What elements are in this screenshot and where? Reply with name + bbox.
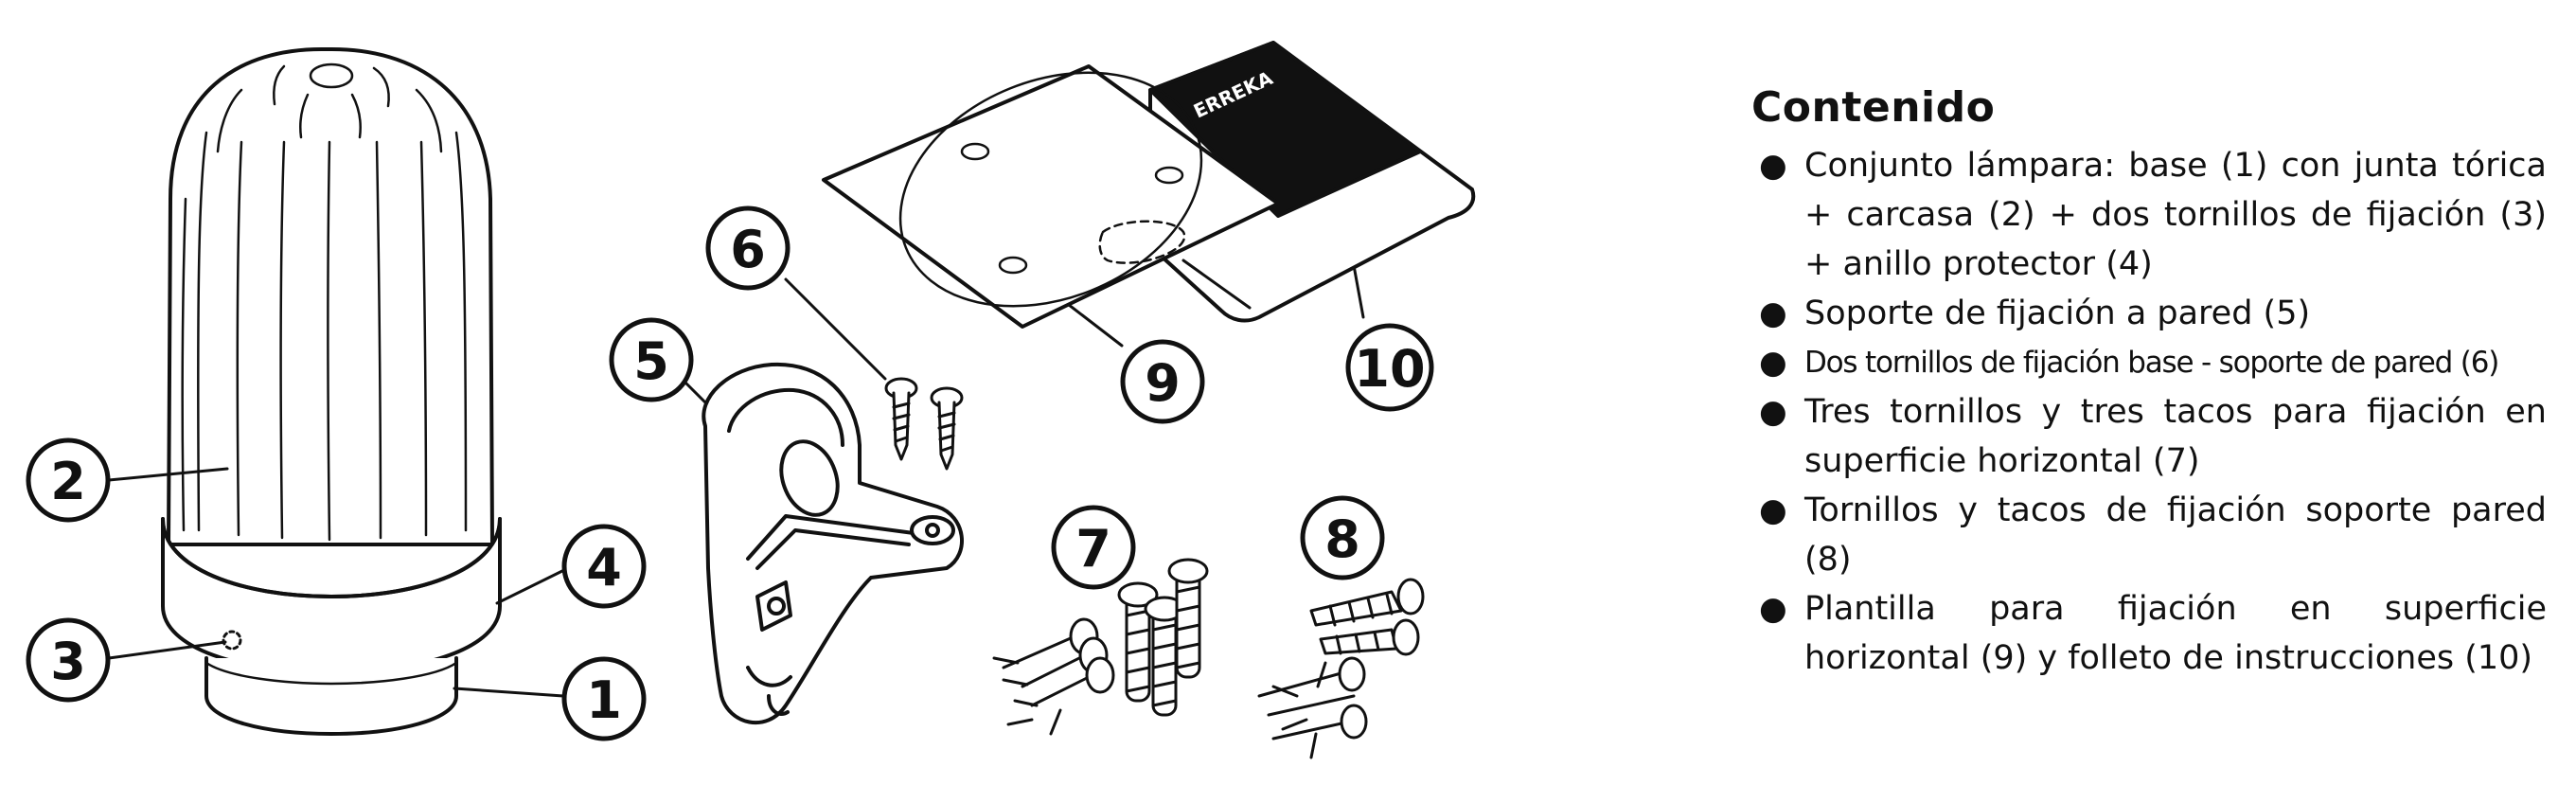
- list-item: ●Tornillos y tacos de fijación soporte p…: [1751, 486, 2547, 584]
- svg-text:8: 8: [1324, 509, 1360, 569]
- svg-text:10: 10: [1354, 339, 1425, 399]
- wall-screws-and-plugs: [1257, 578, 1425, 759]
- contents-list: ●Conjunto lámpara: base (1) con junta tó…: [1751, 141, 2547, 683]
- bullet-icon: ●: [1759, 393, 1787, 431]
- contents-panel: Contenido ●Conjunto lámpara: base (1) co…: [1751, 83, 2547, 683]
- bullet-icon: ●: [1759, 491, 1787, 529]
- list-item: ●Soporte de fijación a pared (5): [1751, 289, 2547, 338]
- svg-text:5: 5: [633, 331, 669, 391]
- callout-6: 6: [705, 205, 791, 291]
- bullet-icon: ●: [1759, 344, 1787, 382]
- callout-3: 3: [26, 617, 111, 703]
- lamp-base: [204, 656, 458, 736]
- lamp-assembly: [161, 46, 502, 736]
- instruction-booklet: ERREKA: [1148, 41, 1476, 323]
- callout-4: 4: [561, 524, 647, 609]
- list-item: ●Conjunto lámpara: base (1) con junta tó…: [1751, 141, 2547, 289]
- svg-text:3: 3: [50, 632, 86, 691]
- mounting-template: [822, 64, 1280, 329]
- contents-title: Contenido: [1751, 83, 1996, 132]
- svg-text:1: 1: [586, 670, 622, 730]
- list-item: ●Tres tornillos y tres tacos para fijaci…: [1751, 387, 2547, 486]
- list-item: ●Dos tornillos de fijación base - soport…: [1751, 338, 2547, 387]
- svg-text:9: 9: [1145, 353, 1181, 413]
- callout-lines: [107, 238, 1365, 698]
- svg-text:2: 2: [50, 452, 86, 511]
- callout-2: 2: [26, 437, 111, 523]
- callout-9: 9: [1120, 339, 1205, 424]
- floor-screws-and-plugs: [992, 558, 1209, 736]
- fixing-screw-mark: [222, 630, 242, 651]
- svg-text:6: 6: [730, 220, 766, 279]
- bullet-icon: ●: [1759, 294, 1787, 332]
- wall-bracket: [702, 362, 964, 724]
- callout-7: 7: [1051, 505, 1136, 590]
- bullet-icon: ●: [1759, 147, 1787, 185]
- svg-text:4: 4: [586, 538, 622, 598]
- callout-5: 5: [609, 317, 694, 402]
- bullet-icon: ●: [1759, 590, 1787, 628]
- callout-1: 1: [561, 656, 647, 741]
- callout-10: 10: [1345, 323, 1434, 412]
- callout-8: 8: [1300, 495, 1385, 580]
- dome-ridges: [181, 62, 468, 542]
- list-item: ●Plantilla para fijación en superficie h…: [1751, 584, 2547, 683]
- product-contents-illustration: ERREKA: [26, 41, 1476, 759]
- lamp-dome: [167, 46, 494, 546]
- svg-text:7: 7: [1075, 519, 1111, 579]
- bracket-screws: [884, 377, 964, 471]
